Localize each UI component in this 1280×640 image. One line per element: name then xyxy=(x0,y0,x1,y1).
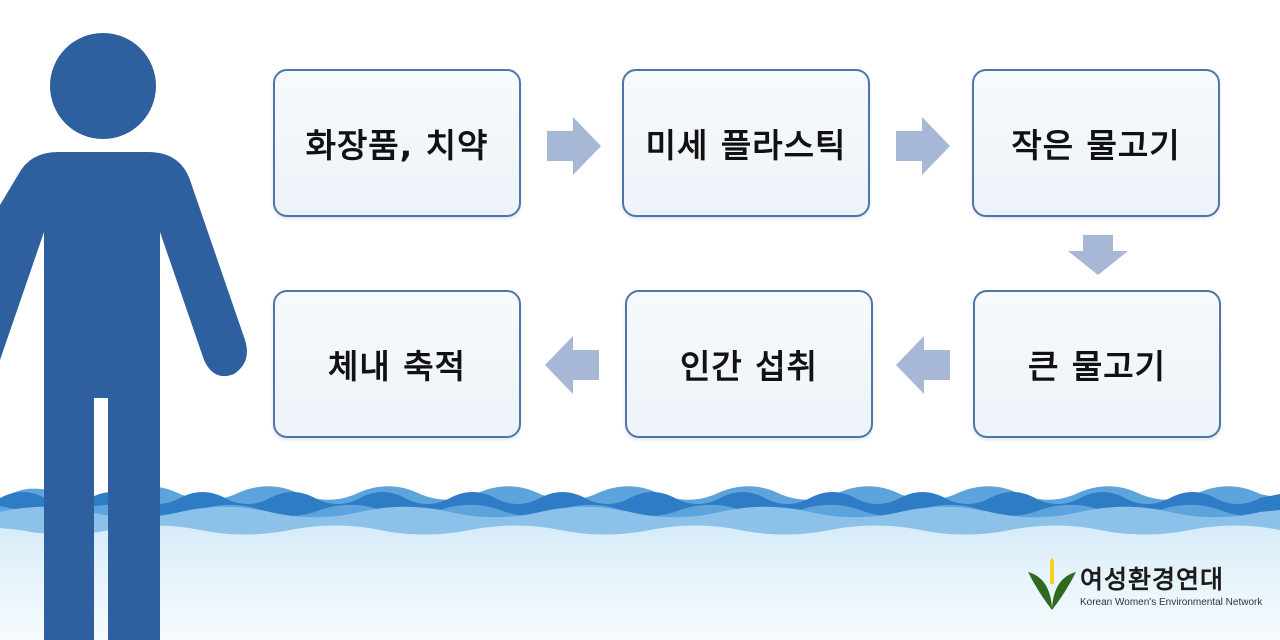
step-box-small-fish: 작은 물고기 xyxy=(972,69,1220,217)
arrow-right-icon xyxy=(896,117,950,175)
step-box-accumulation: 체내 축적 xyxy=(273,290,521,438)
wave-light xyxy=(0,506,1280,535)
step-label: 인간 섭취 xyxy=(680,347,818,386)
step-label: 작은 물고기 xyxy=(1011,126,1181,165)
logo-subtitle: Korean Women's Environmental Network xyxy=(1080,597,1263,608)
step-box-cosmetics: 화장품, 치약 xyxy=(273,69,521,217)
plant-sprout-icon xyxy=(1028,558,1076,610)
step-label: 큰 물고기 xyxy=(1028,347,1166,386)
step-box-big-fish: 큰 물고기 xyxy=(973,290,1221,438)
person-silhouette-icon xyxy=(0,33,247,640)
step-box-microplastic: 미세 플라스틱 xyxy=(622,69,870,217)
organization-logo: 여성환경연대 Korean Women's Environmental Netw… xyxy=(1028,552,1268,614)
arrow-down-icon xyxy=(1068,235,1128,275)
step-label: 체내 축적 xyxy=(328,347,466,386)
arrow-right-icon xyxy=(547,117,601,175)
logo-name: 여성환경연대 xyxy=(1080,565,1225,594)
arrow-left-icon xyxy=(545,336,599,394)
wave-front xyxy=(0,492,1280,517)
step-label: 화장품, 치약 xyxy=(305,126,489,165)
arrow-left-icon xyxy=(896,336,950,394)
step-box-human-intake: 인간 섭취 xyxy=(625,290,873,438)
step-label: 미세 플라스틱 xyxy=(645,126,847,165)
